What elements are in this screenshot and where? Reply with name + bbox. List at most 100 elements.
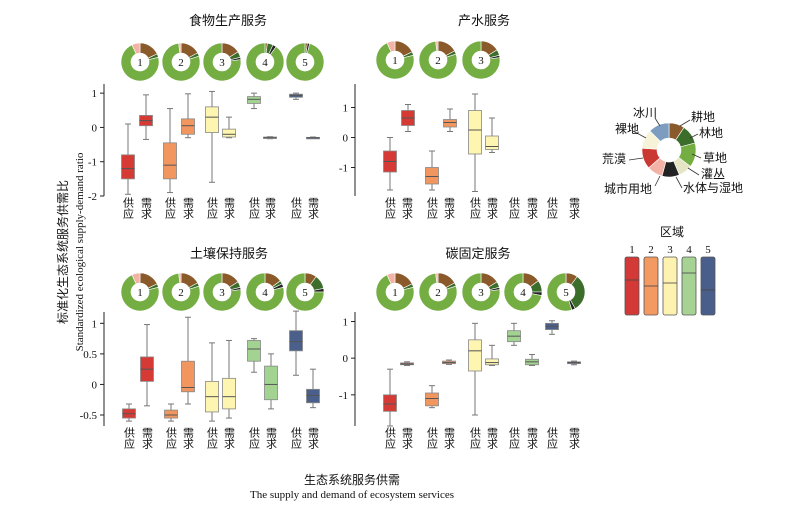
box-iqr	[222, 128, 236, 138]
pie-region-number: 3	[219, 287, 225, 299]
box-region-2-demand	[443, 108, 457, 132]
box-iqr	[121, 154, 135, 180]
pie-center	[213, 53, 231, 71]
legend-label-urban: 城市用地	[604, 181, 652, 196]
pie-region-number: 3	[219, 57, 225, 69]
box-iqr	[289, 330, 303, 352]
panel-title: 土壤保持服务	[190, 246, 268, 262]
legend-leader-line	[654, 175, 661, 187]
x-tick-label-demand: 需求	[486, 427, 499, 449]
x-tick-label-supply: 供应	[206, 196, 219, 220]
x-tick-label-supply: 供应	[426, 426, 439, 450]
box-region-3-demand	[485, 344, 499, 366]
box-iqr	[306, 388, 320, 404]
box-region-4-supply	[247, 92, 261, 110]
pie-region-number: 3	[478, 287, 484, 299]
pie-region-number: 5	[302, 57, 308, 69]
box-iqr	[425, 167, 439, 185]
pie-center	[172, 283, 190, 301]
legend-leader-line	[675, 176, 683, 189]
pie-region-number: 4	[262, 57, 268, 69]
box-region-3-supply	[468, 93, 482, 192]
y-tick-label: -1	[339, 390, 348, 402]
region-pie-3: 3	[202, 272, 242, 312]
pie-center	[514, 283, 532, 301]
x-tick-label-supply: 供应	[206, 426, 219, 450]
landuse-legend-pie	[641, 122, 697, 178]
y-tick-label: 0	[92, 379, 98, 391]
x-tick-label-demand: 需求	[526, 427, 539, 449]
legend-label-glacier: 冰川	[633, 106, 657, 120]
x-tick-label-demand: 需求	[182, 197, 195, 219]
box-iqr	[163, 142, 177, 180]
pie-center	[557, 283, 575, 301]
box-region-1-demand	[140, 324, 154, 407]
y-tick-label: -1	[339, 163, 348, 175]
y-tick-label: 1	[92, 88, 98, 100]
x-tick-label-demand: 需求	[265, 427, 278, 449]
pie-center	[429, 283, 447, 301]
box-iqr	[181, 118, 195, 135]
region-pie-3: 3	[461, 272, 501, 312]
x-tick-label-supply: 供应	[123, 426, 136, 450]
x-tick-label-supply: 供应	[248, 196, 261, 220]
legend-leader-line	[687, 167, 700, 176]
legend-label-bare: 裸地	[615, 121, 639, 136]
x-tick-label-supply: 供应	[546, 196, 559, 220]
box-region-5-supply	[289, 310, 303, 376]
pie-region-number: 3	[478, 55, 484, 67]
box-iqr	[383, 394, 397, 412]
region-legend-number: 3	[667, 244, 673, 256]
x-tick-label-demand: 需求	[307, 427, 320, 449]
y-axis-label-en: Standardized ecological supply-demand ra…	[74, 152, 86, 351]
y-tick-label: 1	[343, 317, 349, 329]
region-pie-5: 5	[285, 42, 325, 82]
box-region-1-supply	[122, 403, 136, 422]
x-tick-label-demand: 需求	[141, 427, 154, 449]
x-tick-label-supply: 供应	[508, 196, 521, 220]
region-pie-5-slice-grassland	[285, 272, 325, 312]
pie-center	[386, 51, 404, 69]
x-tick-label-supply: 供应	[384, 196, 397, 220]
x-tick-label-demand: 需求	[223, 197, 236, 219]
legend-leader-line	[689, 133, 699, 139]
region-legend-number: 1	[629, 244, 635, 256]
y-tick-label: 0	[92, 122, 98, 134]
region-legend-swatch-1	[624, 256, 640, 316]
box-iqr	[247, 340, 261, 362]
pie-region-number: 2	[435, 55, 441, 67]
box-region-2-supply	[163, 108, 177, 194]
pie-center	[472, 51, 490, 69]
x-tick-label-demand: 需求	[401, 427, 414, 449]
y-tick-label: 1	[92, 318, 98, 330]
region-pie-3: 3	[461, 40, 501, 80]
region-legend-swatch-4	[681, 256, 697, 316]
x-tick-label-supply: 供应	[290, 426, 303, 450]
pie-region-number: 5	[302, 287, 308, 299]
box-region-1-supply	[383, 137, 397, 191]
pie-center	[386, 283, 404, 301]
box-region-1-demand	[401, 104, 415, 132]
region-legend-number: 2	[648, 244, 654, 256]
box-region-4-supply	[507, 322, 521, 346]
legend-label-farmland: 耕地	[691, 109, 715, 124]
box-region-1-demand	[139, 94, 153, 140]
box-iqr	[222, 377, 236, 410]
pie-center	[131, 283, 149, 301]
x-tick-label-demand: 需求	[568, 427, 581, 449]
x-tick-label-supply: 供应	[290, 196, 303, 220]
box-region-5-demand	[306, 136, 320, 140]
pie-region-number: 1	[137, 57, 143, 69]
landuse-legend-leaders	[628, 117, 702, 189]
box-iqr	[485, 358, 499, 366]
box-iqr	[181, 360, 195, 393]
box-region-2-demand	[181, 316, 195, 405]
region-pie-1: 1	[120, 272, 160, 312]
region-pie-5: 5	[285, 272, 325, 312]
pie-region-number: 2	[178, 287, 184, 299]
box-region-1-demand	[400, 361, 414, 366]
box-region-1-supply	[383, 368, 397, 427]
